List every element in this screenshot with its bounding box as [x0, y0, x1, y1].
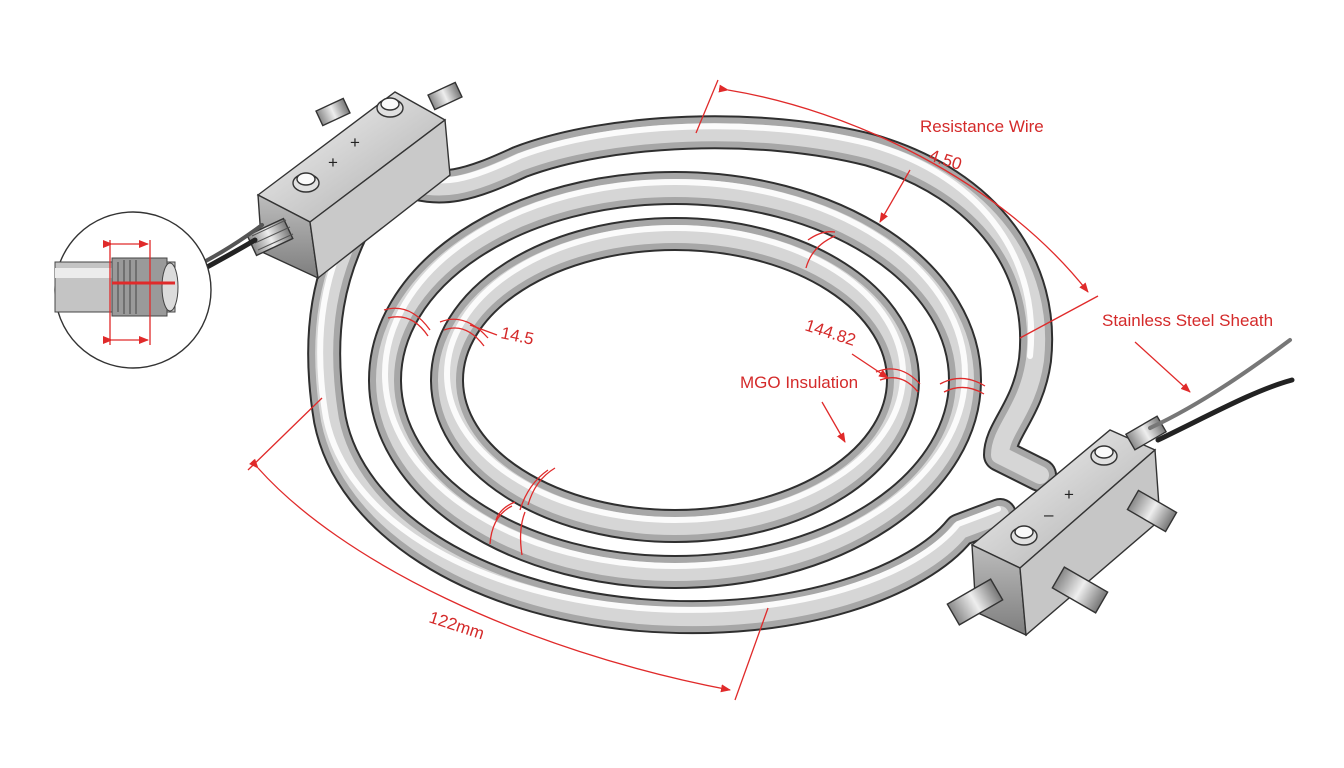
cross-section-detail [54, 211, 212, 369]
left-terminal-plus-top: + [350, 133, 360, 152]
left-threaded-stud [246, 217, 294, 257]
inner-diameter-dimension: 144.82 [803, 316, 858, 350]
left-terminal-plus-mid: + [328, 153, 338, 172]
mgo-insulation-label: MGO Insulation [740, 373, 858, 392]
resistance-wire-label: Resistance Wire [920, 117, 1044, 136]
right-terminal-plus: + [1064, 485, 1074, 504]
coiled-tube [307, 115, 1057, 635]
dimension-lines [247, 79, 1191, 701]
right-terminal-minus: – [1044, 505, 1054, 524]
left-terminal-block [246, 81, 463, 280]
tube-gap-dimension: 14.5 [499, 323, 535, 348]
left-side-stud [315, 81, 463, 127]
stainless-steel-sheath-label: Stainless Steel Sheath [1102, 311, 1273, 330]
right-lead-wires [1148, 338, 1295, 443]
right-terminal-block [946, 415, 1178, 637]
